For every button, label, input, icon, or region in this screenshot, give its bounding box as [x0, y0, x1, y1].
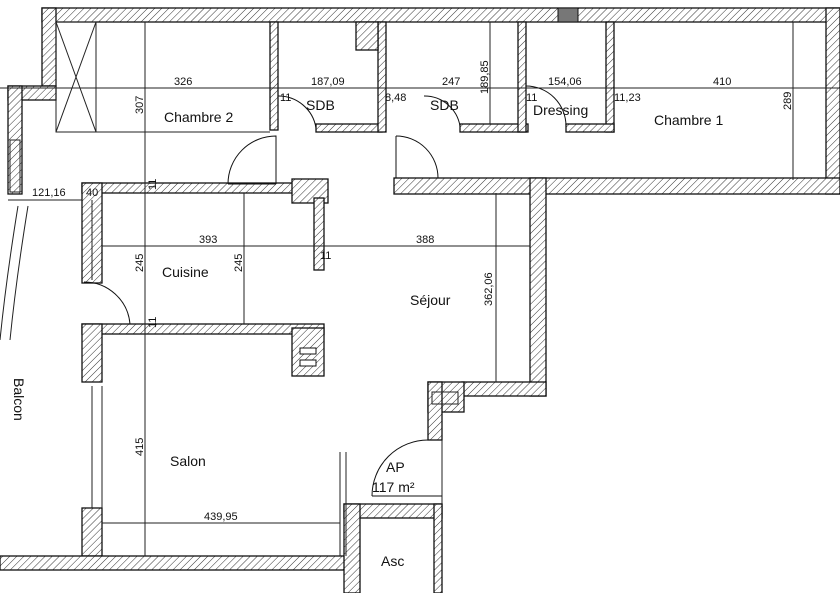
dim-11-b: 11: [526, 92, 537, 104]
room-sdb2: SDB: [430, 97, 459, 113]
dim-388: 388: [416, 234, 434, 246]
thin-lines: [0, 21, 459, 556]
wall-pillar-stub: [313, 197, 325, 271]
ventilation-box: [55, 21, 97, 133]
wall-chambre1-bottom: [393, 177, 840, 195]
wall-left-facade-3: [81, 507, 103, 557]
room-cuisine: Cuisine: [162, 264, 209, 280]
wall-sdb-left: [269, 21, 279, 131]
room-labels: Chambre 2 SDB SDB Dressing Chambre 1 Cui…: [11, 97, 723, 569]
wall-sejour-bottom: [461, 381, 547, 397]
room-chambre2: Chambre 2: [164, 109, 233, 125]
dim-326: 326: [174, 76, 192, 88]
dim-121-16: 121,16: [32, 187, 66, 199]
wall-bottom: [0, 555, 347, 571]
dimension-labels: 326 307 187,09 247 189,85 154,06 410 289…: [32, 60, 794, 523]
duct-slot-2: [299, 359, 317, 367]
door-sdb1: [277, 95, 317, 129]
room-sdb1: SDB: [306, 97, 335, 113]
dim-439-95: 439,95: [204, 511, 238, 523]
dim-8-48: 8,48: [385, 92, 406, 104]
wall-sdb2-bottom: [459, 123, 529, 133]
dim-247: 247: [442, 76, 460, 88]
wall-dressing-bottom: [565, 123, 615, 133]
doors: [83, 85, 567, 497]
door-chambre2: [227, 135, 277, 185]
wall-sdb-notch: [355, 21, 379, 51]
total-area: 117 m²: [372, 479, 415, 495]
dim-289: 289: [782, 92, 794, 110]
dim-11-e: 11: [147, 317, 159, 328]
duct-slot-1: [299, 347, 317, 355]
dim-307: 307: [134, 96, 146, 114]
door-cuisine: [83, 281, 131, 325]
dim-187-09: 187,09: [311, 76, 345, 88]
wall-top-vent: [557, 7, 579, 23]
wall-dressing-right: [605, 21, 615, 133]
dim-245-b: 245: [233, 254, 245, 272]
dim-11-d: 11: [320, 250, 331, 262]
dim-189-85: 189,85: [479, 60, 491, 94]
room-sejour: Séjour: [410, 292, 451, 308]
door-entry: [371, 439, 429, 497]
wall-top-left: [41, 7, 57, 87]
wall-sejour-right: [529, 177, 547, 397]
dim-11-23: 11,23: [614, 92, 641, 104]
dim-40: 40: [86, 187, 98, 199]
room-ap: AP: [386, 459, 405, 475]
room-dressing: Dressing: [533, 102, 588, 118]
wall-entry-right: [427, 381, 443, 441]
wall-duct: [291, 327, 325, 377]
wall-kitchen-bottom: [81, 323, 325, 335]
window-left: [9, 139, 21, 193]
wall-top: [41, 7, 840, 23]
room-chambre1: Chambre 1: [654, 112, 723, 128]
door-dressing: [525, 85, 567, 127]
door-sdb2: [423, 95, 461, 127]
dim-415: 415: [134, 438, 146, 456]
dimension-lines: [0, 22, 840, 556]
wall-sdb-bottom: [315, 123, 383, 133]
dim-245-a: 245: [134, 254, 146, 272]
dim-410: 410: [713, 76, 731, 88]
wall-asc-left: [343, 503, 361, 593]
dim-11-a: 11: [280, 92, 291, 104]
wall-sdb-mid: [377, 21, 387, 133]
room-salon: Salon: [170, 453, 206, 469]
wall-sdb2-right: [517, 21, 527, 133]
dim-362-06: 362,06: [483, 272, 495, 306]
door-corridor: [395, 135, 439, 179]
room-balcon: Balcon: [11, 378, 27, 421]
dim-154-06: 154,06: [548, 76, 582, 88]
dim-11-c: 11: [147, 179, 159, 190]
wall-asc-right: [433, 503, 443, 593]
wall-right: [825, 7, 840, 195]
wall-left-facade-2: [81, 323, 103, 383]
dim-393: 393: [199, 234, 217, 246]
room-asc: Asc: [381, 553, 404, 569]
